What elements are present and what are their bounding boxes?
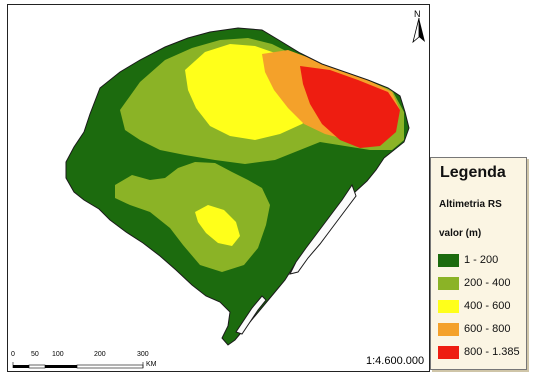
scale-tick-100: 100 xyxy=(52,351,64,358)
legend-swatch xyxy=(438,322,459,336)
legend-title: Legenda xyxy=(440,164,506,181)
legend-item: 800 - 1.385 xyxy=(438,344,520,360)
legend-subtitle: Altimetria RS xyxy=(439,199,502,210)
legend-label: 600 - 800 xyxy=(464,323,511,335)
scale-ratio: 1:4.600.000 xyxy=(366,355,425,367)
legend-item: 400 - 600 xyxy=(438,298,510,314)
scale-unit: KM xyxy=(146,361,157,368)
southern-highland-band xyxy=(195,205,240,246)
legend-label: 400 - 600 xyxy=(464,300,511,312)
legend-panel: Legenda Altimetria RS valor (m) 1 - 200 … xyxy=(430,157,527,370)
scale-tick-0: 0 xyxy=(11,351,15,358)
legend-swatch xyxy=(438,299,459,313)
scale-bar xyxy=(12,362,144,369)
summit-band xyxy=(300,66,400,148)
legend-swatch xyxy=(438,276,459,290)
southern-lagoon-shape xyxy=(235,295,267,335)
scale-tick-300: 300 xyxy=(137,351,149,358)
legend-item: 600 - 800 xyxy=(438,321,510,337)
legend-item: 200 - 400 xyxy=(438,275,510,291)
legend-label: 1 - 200 xyxy=(464,254,499,266)
scale-tick-50: 50 xyxy=(31,351,39,358)
legend-swatch xyxy=(438,253,459,267)
legend-label: 200 - 400 xyxy=(464,277,511,289)
north-label: N xyxy=(414,9,421,19)
lagoon-shape xyxy=(289,183,357,275)
legend-swatch xyxy=(438,345,459,359)
legend-label: 800 - 1.385 xyxy=(464,346,520,358)
north-arrow-icon xyxy=(412,17,425,44)
legend-item: 1 - 200 xyxy=(438,252,498,268)
legend-unit: valor (m) xyxy=(439,228,482,239)
scale-tick-200: 200 xyxy=(94,351,106,358)
